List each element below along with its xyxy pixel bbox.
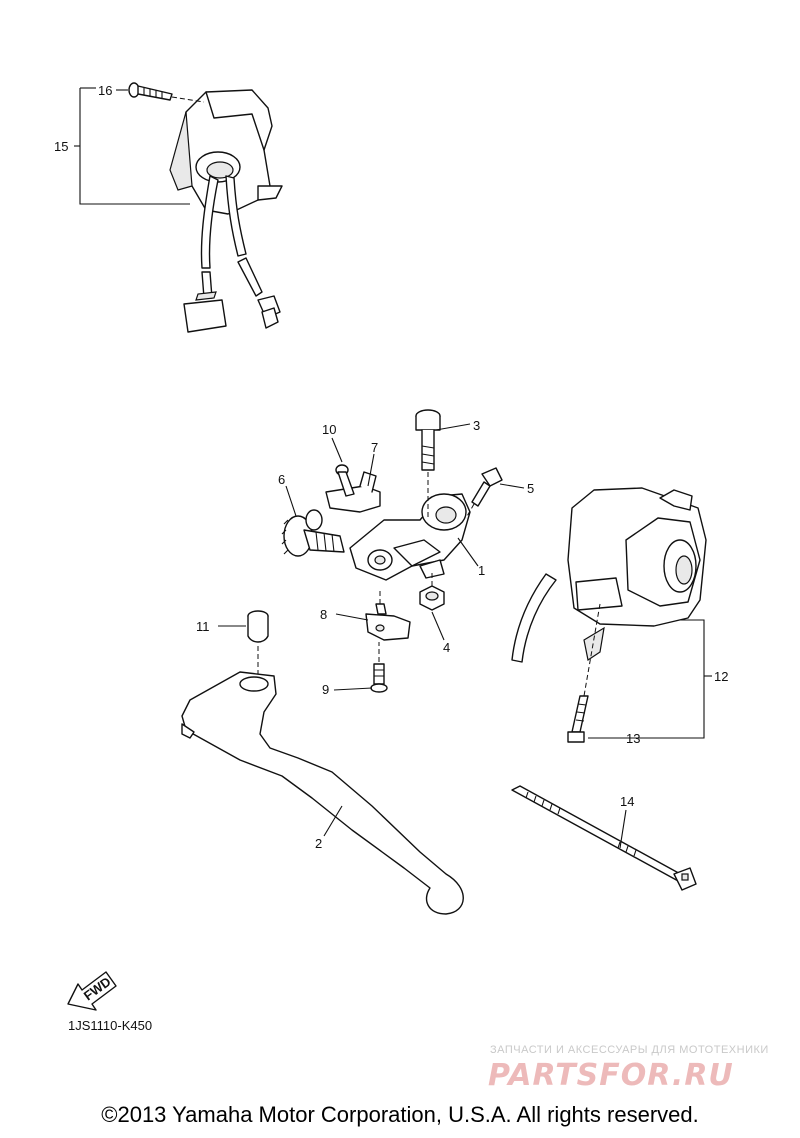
copyright-notice: ©2013 Yamaha Motor Corporation, U.S.A. A…	[101, 1102, 699, 1127]
callout-5: 5	[527, 481, 534, 496]
callout-numbers: 16 15 10 3 7 6 5 1 8 11 4 12 9 13 14 2	[54, 83, 728, 851]
diagram-code: 1JS1110-K450	[68, 1018, 153, 1033]
brake-switch-8	[365, 588, 411, 641]
nut-4	[419, 570, 445, 611]
callout-9: 9	[322, 682, 329, 697]
adjuster-6	[281, 509, 345, 557]
callout-10: 10	[322, 422, 336, 437]
callout-8: 8	[320, 607, 327, 622]
leader-lines	[74, 87, 712, 849]
bolt-5	[465, 467, 503, 519]
callout-3: 3	[473, 418, 480, 433]
callout-14: 14	[620, 794, 634, 809]
left-handlebar-switch	[169, 89, 283, 333]
callout-11: 11	[196, 619, 210, 634]
callout-4: 4	[443, 640, 450, 655]
master-cylinder-bracket	[349, 493, 471, 581]
bracket-7	[325, 471, 381, 513]
brake-lever-2	[181, 671, 464, 915]
right-handlebar-switch	[511, 487, 707, 663]
screw-10	[335, 464, 355, 497]
callout-12: 12	[714, 669, 728, 684]
callout-7: 7	[371, 440, 378, 455]
screw-9	[370, 642, 388, 693]
callout-1: 1	[478, 563, 485, 578]
callout-15: 15	[54, 139, 68, 154]
callout-13: 13	[626, 731, 640, 746]
fwd-arrow-icon: FWD	[67, 971, 117, 1011]
callout-6: 6	[278, 472, 285, 487]
callout-2: 2	[315, 836, 322, 851]
screw-16	[128, 82, 205, 103]
bolt-3	[415, 409, 441, 520]
screw-13	[567, 603, 601, 743]
collar-11	[247, 610, 269, 676]
watermark-tagline: ЗАПЧАСТИ И АКСЕССУАРЫ ДЛЯ МОТОТЕХНИКИ	[490, 1044, 769, 1056]
watermark-logo: PARTSFOR.RU	[488, 1058, 734, 1093]
cable-tie-14	[511, 785, 697, 891]
callout-16: 16	[98, 83, 112, 98]
